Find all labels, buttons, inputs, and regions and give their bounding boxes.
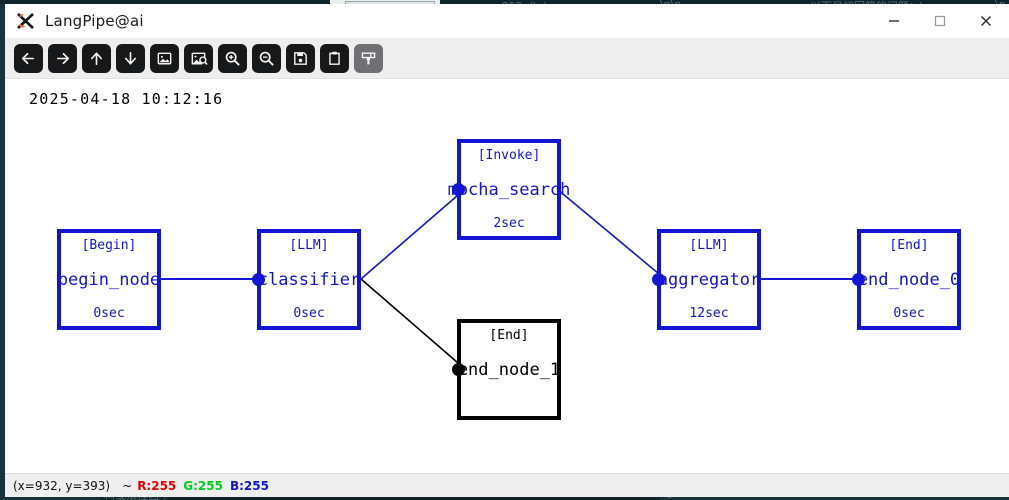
graph-node-end_node_1[interactable]: [End] end_node_1 [457,319,561,420]
node-port-end_node_0[interactable] [852,273,865,286]
app-window: LangPipe@ai [0,4,1009,497]
close-button[interactable] [963,4,1009,38]
node-duration-label: 0sec [93,306,125,321]
node-name-label: end_node_0 [857,269,961,290]
maximize-button[interactable] [917,4,963,38]
toolbar [5,38,1009,79]
status-green-value: G:255 [183,478,223,493]
node-port-aggregator[interactable] [652,273,665,286]
node-type-label: [LLM] [289,238,329,253]
node-name-label: end_node_1 [457,359,561,380]
save-button[interactable] [286,43,315,73]
graph-edges [161,188,863,370]
node-type-label: [End] [889,238,929,253]
cursor-coordinates: (x=932, y=393) [13,478,111,493]
run-timestamp: 2025-04-18 10:12:16 [29,90,224,108]
back-button[interactable] [14,43,43,73]
status-red-value: R:255 [137,478,177,493]
paint-button[interactable] [354,43,383,73]
node-port-end_node_1[interactable] [452,363,465,376]
node-name-label: aggregator [657,269,761,290]
x-logo-icon [15,10,37,32]
zoom-in-button[interactable] [218,43,247,73]
node-type-label: [LLM] [689,238,729,253]
window-controls [871,4,1009,38]
node-duration-label: 0sec [893,306,925,321]
forward-button[interactable] [48,43,77,73]
clipboard-button[interactable] [320,43,349,73]
status-separator: ~ [122,478,133,493]
down-button[interactable] [116,43,145,73]
title-bar: LangPipe@ai [5,4,1009,38]
window-title: LangPipe@ai [45,12,144,30]
graph-canvas[interactable]: 2025-04-18 10:12:16 [Begin] begin_node 0… [5,79,1009,473]
edge-mocha_search-aggregator [556,188,666,280]
status-bar: (x=932, y=393) ~ R:255 G:255 B:255 [5,473,1009,497]
graph-node-begin_node[interactable]: [Begin] begin_node 0sec [57,229,161,330]
graph-node-classifier[interactable]: [LLM] classifier 0sec [257,229,361,330]
node-port-mocha_search[interactable] [452,183,465,196]
up-button[interactable] [82,43,111,73]
image-button[interactable] [150,43,179,73]
edge-classifier-end_node_1 [360,278,466,370]
node-name-label: classifier [257,269,361,290]
node-name-label: mocha_search [447,179,571,200]
graph-node-aggregator[interactable]: [LLM] aggregator 12sec [657,229,761,330]
zoom-out-button[interactable] [252,43,281,73]
node-duration-label: 2sec [493,216,525,231]
node-duration-label: 12sec [689,306,729,321]
pipeline-graph: [Begin] begin_node 0sec [LLM] classifier… [5,79,1009,473]
node-name-label: begin_node [57,269,161,290]
image-search-button[interactable] [184,43,213,73]
status-blue-value: B:255 [229,478,269,493]
node-type-label: [Invoke] [477,148,541,163]
node-type-label: [Begin] [81,238,137,253]
node-type-label: [End] [489,328,529,343]
edge-classifier-mocha_search [360,188,466,280]
graph-node-mocha_search[interactable]: [Invoke] mocha_search 2sec [448,139,570,240]
minimize-button[interactable] [871,4,917,38]
node-duration-label: 0sec [293,306,325,321]
node-port-classifier[interactable] [252,273,265,286]
graph-node-end_node_0[interactable]: [End] end_node_0 0sec [857,229,961,330]
